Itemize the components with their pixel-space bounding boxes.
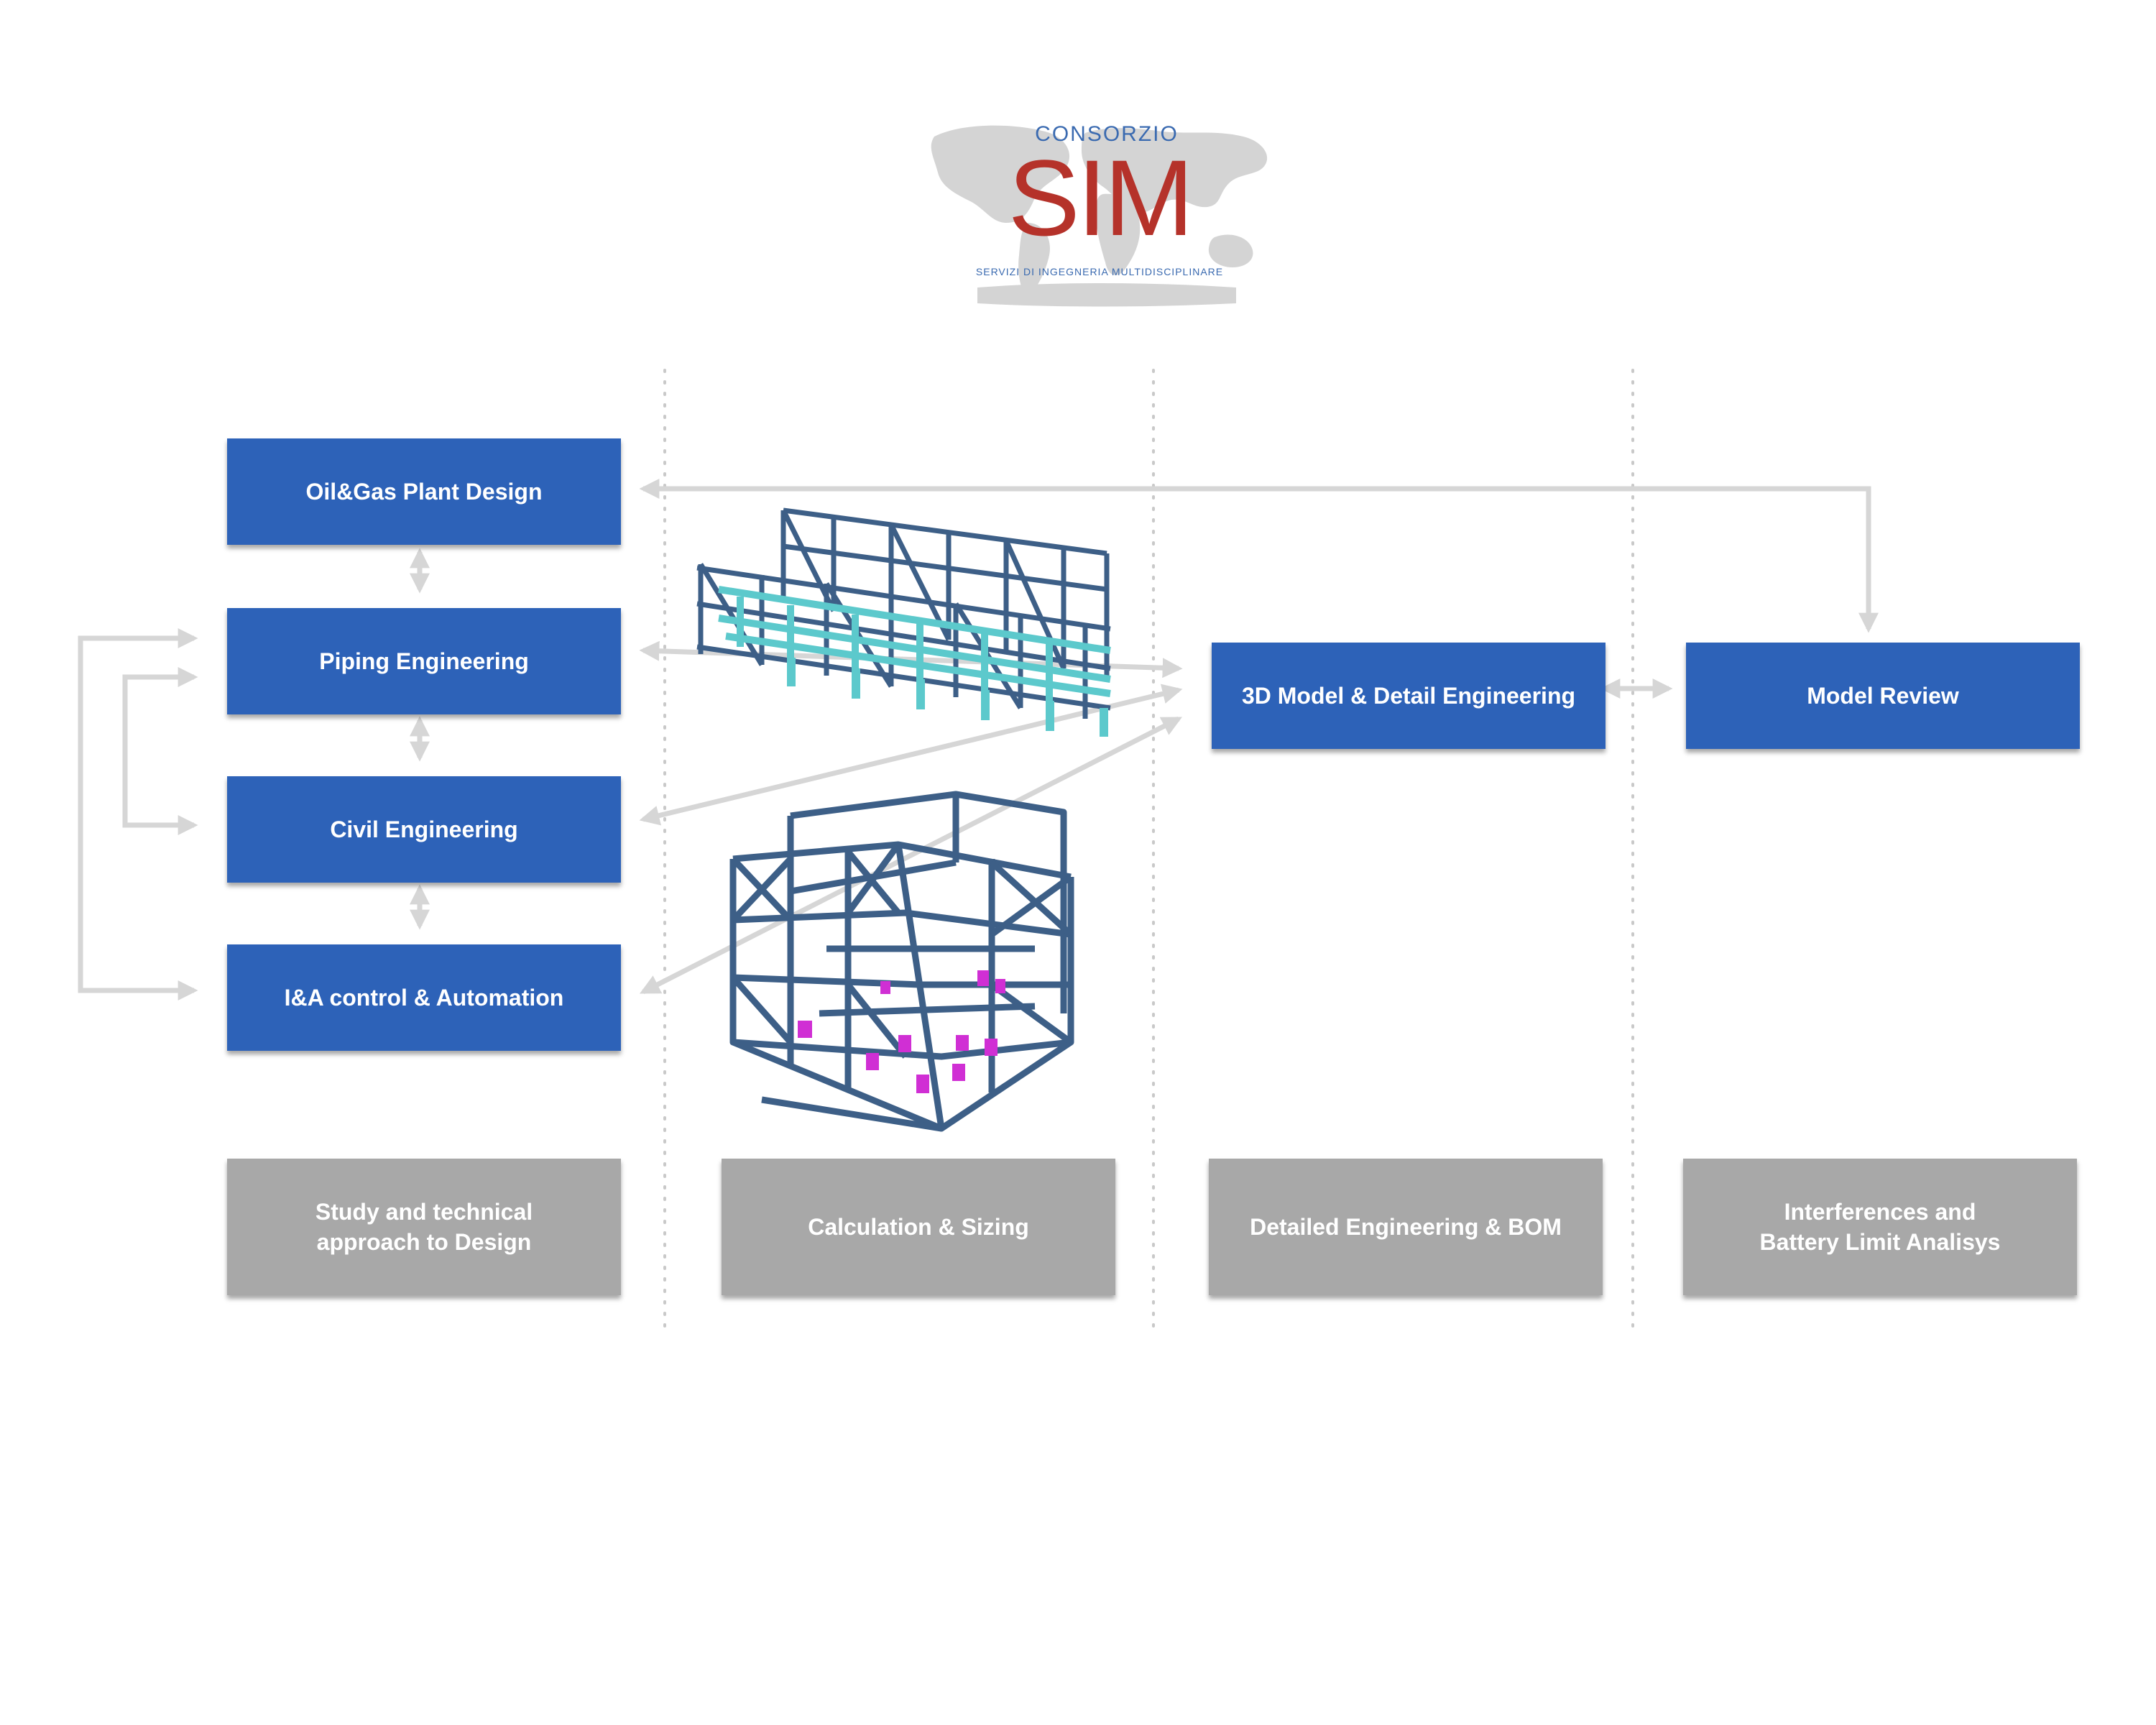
arrow-inner-loop	[122, 667, 198, 835]
phase-calculation-sizing: Calculation & Sizing	[722, 1159, 1115, 1295]
arrow-review-to-plant-design	[639, 479, 1879, 633]
phase-interferences-battery-limit: Interferences and Battery Limit Analisys	[1683, 1159, 2077, 1295]
box-civil-engineering[interactable]: Civil Engineering	[227, 776, 621, 883]
box-model-review[interactable]: Model Review	[1686, 643, 2080, 749]
box-piping-engineering[interactable]: Piping Engineering	[227, 608, 621, 714]
logo-consorzio-text: CONSORZIO	[1035, 122, 1179, 146]
box-3d-model-detail-engineering[interactable]: 3D Model & Detail Engineering	[1212, 643, 1606, 749]
company-logo: CONSORZIO SIM SERVIZI DI INGEGNERIA MULT…	[920, 115, 1279, 309]
world-map-icon	[931, 125, 1268, 307]
box-ia-control-automation[interactable]: I&A control & Automation	[227, 944, 621, 1051]
logo-tagline: SERVIZI DI INGEGNERIA MULTIDISCIPLINARE	[975, 266, 1224, 277]
phase-study-design: Study and technical approach to Design	[227, 1159, 621, 1295]
arrow-outer-loop	[78, 628, 198, 1000]
logo-sim-text: SIM	[1008, 137, 1194, 258]
box-oil-gas-plant-design[interactable]: Oil&Gas Plant Design	[227, 438, 621, 545]
phase-detailed-engineering-bom: Detailed Engineering & BOM	[1209, 1159, 1603, 1295]
